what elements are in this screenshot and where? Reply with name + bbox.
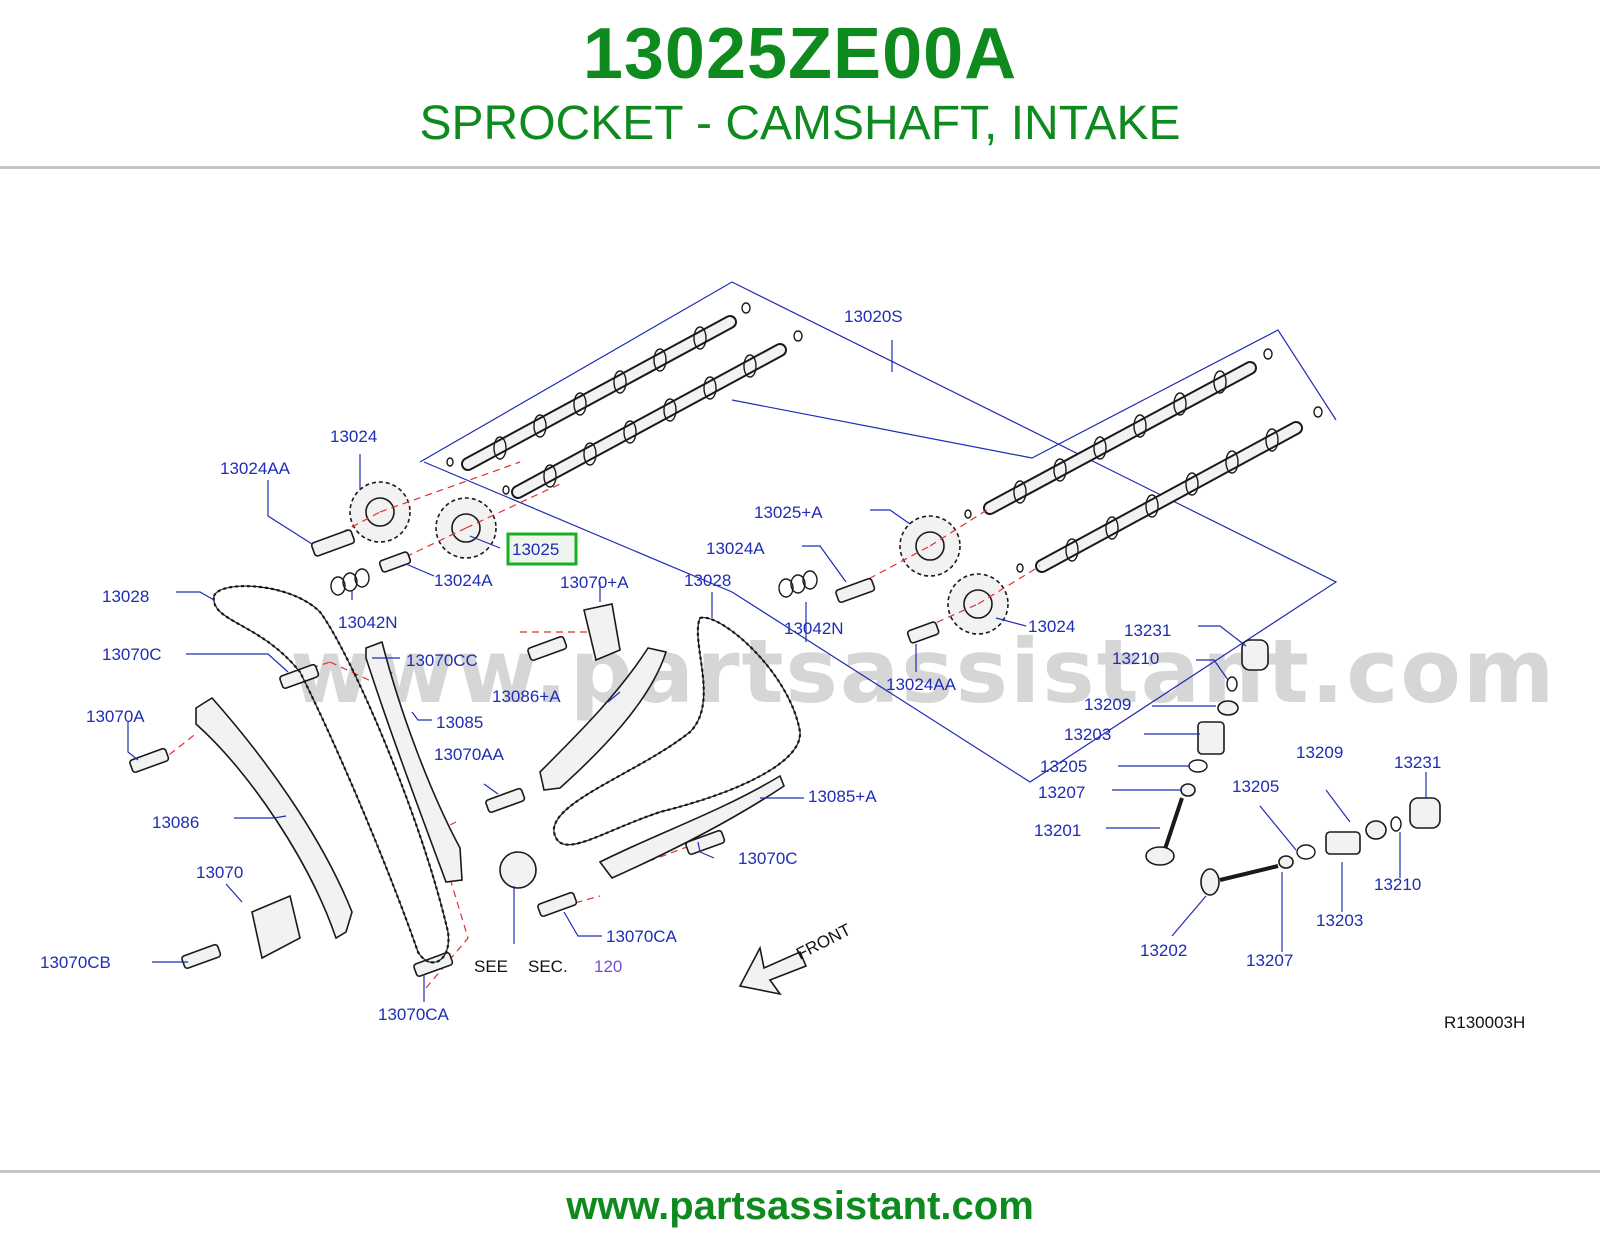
callout-13028-right[interactable]: 13028 [684,571,731,590]
camshaft-right-lower [1035,421,1303,573]
callout-13210[interactable]: 13210 [1112,649,1159,668]
callout-13024a-right[interactable]: 13024A [706,539,765,558]
callout-13024aa-right[interactable]: 13024AA [886,675,957,694]
chain-guide-13085a [598,774,785,879]
callout-13070a-plus[interactable]: 13070+A [560,573,629,592]
chain-guide-13086 [195,696,353,940]
callout-13070[interactable]: 13070 [196,863,243,882]
valve-train [1145,639,1441,896]
chain-guide-13085 [365,640,463,883]
see-label: SEE [474,957,508,976]
callout-13024-right[interactable]: 13024 [1028,617,1075,636]
callout-13070c-right[interactable]: 13070C [738,849,798,868]
camshaft-left-upper [461,315,737,471]
parts-diagram: www.partsassistant.com [40,281,1555,1032]
camshaft-frame-right [731,329,1337,459]
part-description: SPROCKET - CAMSHAFT, INTAKE [419,97,1181,150]
page-header: 13025ZE00A SPROCKET - CAMSHAFT, INTAKE [0,0,1600,168]
callout-13020s[interactable]: 13020S [844,307,903,326]
callout-13205-right[interactable]: 13205 [1232,777,1279,796]
tensioner-13070a [583,603,621,662]
callout-13231-right[interactable]: 13231 [1394,753,1441,772]
header-divider [0,166,1600,169]
callout-13070a[interactable]: 13070A [86,707,145,726]
callout-13070aa[interactable]: 13070AA [434,745,505,764]
callout-13203[interactable]: 13203 [1064,725,1111,744]
callout-13024aa[interactable]: 13024AA [220,459,291,478]
section-link[interactable]: 120 [594,957,622,976]
camshaft-left-lower [511,343,787,499]
callout-13205[interactable]: 13205 [1040,757,1087,776]
callout-13207-right[interactable]: 13207 [1246,951,1293,970]
callout-13085-plus-a[interactable]: 13085+A [808,787,877,806]
callout-13028-left[interactable]: 13028 [102,587,149,606]
callout-13203-right[interactable]: 13203 [1316,911,1363,930]
footer-url[interactable]: www.partsassistant.com [566,1184,1034,1228]
chain-guide-13086a [539,647,668,791]
callout-13085[interactable]: 13085 [436,713,483,732]
callout-13209-right[interactable]: 13209 [1296,743,1343,762]
callout-13025-plus-a[interactable]: 13025+A [754,503,823,522]
tensioner-13070 [251,894,301,960]
callout-13201[interactable]: 13201 [1034,821,1081,840]
callout-13070ca[interactable]: 13070CA [606,927,678,946]
callout-13024a[interactable]: 13024A [434,571,493,590]
callout-13210-right[interactable]: 13210 [1374,875,1421,894]
front-label: FRONT [793,920,854,964]
callout-13025-highlighted[interactable]: 13025 [512,540,559,559]
callout-13042n[interactable]: 13042N [338,613,398,632]
drawing-code: R130003H [1444,1013,1525,1032]
callout-13086[interactable]: 13086 [152,813,199,832]
footer-divider [0,1170,1600,1173]
crank-sprocket [499,851,537,889]
callout-13070cc[interactable]: 13070CC [406,651,478,670]
highlight-box [506,532,578,566]
callout-13209[interactable]: 13209 [1084,695,1131,714]
callout-13207[interactable]: 13207 [1038,783,1085,802]
camshaft-frame-left [419,281,1338,783]
callout-13231[interactable]: 13231 [1124,621,1171,640]
callout-13042n-right[interactable]: 13042N [784,619,844,638]
front-arrow: FRONT [738,920,854,996]
callout-13070ca-bottom[interactable]: 13070CA [378,1005,450,1024]
camshaft-right-upper [983,361,1257,515]
callout-13070cb[interactable]: 13070CB [40,953,111,972]
callout-13086-plus-a[interactable]: 13086+A [492,687,561,706]
callout-13070c[interactable]: 13070C [102,645,162,664]
bolts [129,529,940,978]
callout-13024[interactable]: 13024 [330,427,377,446]
part-number-title: 13025ZE00A [582,14,1018,94]
sec-label: SEC. [528,957,568,976]
callout-13202[interactable]: 13202 [1140,941,1187,960]
